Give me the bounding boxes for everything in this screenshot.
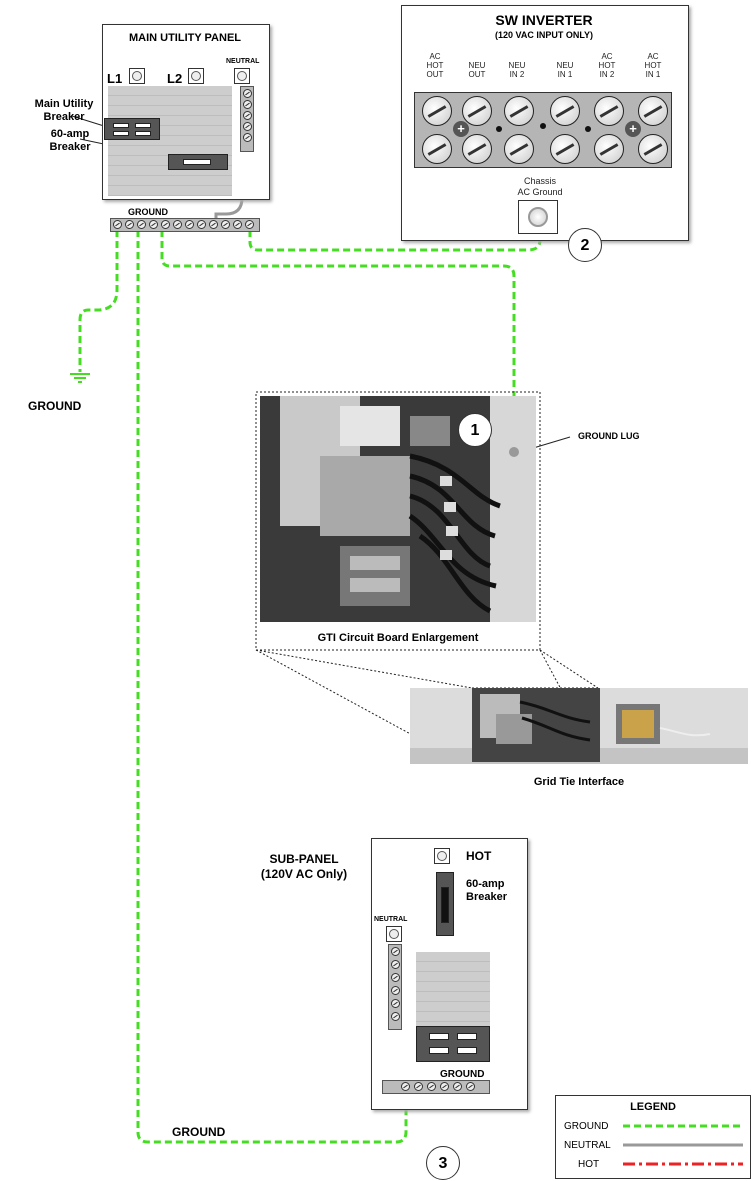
main-panel-title: MAIN UTILITY PANEL	[128, 32, 242, 44]
ground-screw-icon	[173, 220, 182, 229]
terminal-screw-icon	[638, 134, 668, 164]
chassis-ground-terminal-icon	[518, 200, 558, 234]
legend-swatches	[623, 1124, 743, 1166]
terminal-screw-icon	[462, 134, 492, 164]
neutral-label-main: NEUTRAL	[226, 58, 260, 65]
ground-screw-icon	[149, 220, 158, 229]
ground-screw-icon	[453, 1082, 462, 1091]
neutral-label-sub: NEUTRAL	[374, 916, 408, 923]
neutral-screw-icon	[391, 986, 400, 995]
sixty-amp-breaker-sub	[436, 872, 454, 936]
terminal-screw-icon	[550, 134, 580, 164]
plus-icon: +	[625, 121, 641, 137]
ground-screw-icon	[427, 1082, 436, 1091]
terminal-screw-icon	[594, 96, 624, 126]
sub-panel-double-breaker	[416, 1026, 490, 1062]
neutral-screw-icon	[243, 100, 252, 109]
main-utility-breaker	[104, 118, 160, 140]
ground-screw-icon	[466, 1082, 475, 1091]
ground-screw-icon	[137, 220, 146, 229]
neutral-terminal-icon	[234, 68, 250, 84]
l1-terminal-icon	[129, 68, 145, 84]
neutral-screw-icon	[243, 89, 252, 98]
ground-screw-icon	[185, 220, 194, 229]
grid-tie-interface-photo	[410, 688, 748, 764]
ground-screw-icon	[221, 220, 230, 229]
sub-panel-title: SUB-PANEL (120V AC Only)	[260, 852, 348, 881]
earth-ground-label: GROUND	[28, 399, 82, 413]
sixty-amp-label-sub: 60-amp Breaker	[466, 878, 507, 903]
ground-wire-to-subpanel	[136, 230, 408, 1144]
legend-neutral-label: NEUTRAL	[564, 1140, 611, 1151]
hot-terminal-icon	[434, 848, 450, 864]
dot-icon	[540, 123, 546, 129]
neutral-screw-icon	[243, 133, 252, 142]
ground-screw-icon	[233, 220, 242, 229]
neutral-screw-icon	[391, 999, 400, 1008]
sixty-amp-label-main: 60-amp Breaker	[49, 128, 91, 153]
sub-panel-ground-label: GROUND	[440, 1069, 485, 1080]
bottom-ground-label: GROUND	[172, 1125, 226, 1139]
plus-icon: +	[453, 121, 469, 137]
marker-2: 2	[568, 228, 602, 262]
marker-1: 1	[458, 413, 492, 447]
terminal-screw-icon	[550, 96, 580, 126]
ground-screw-icon	[401, 1082, 410, 1091]
legend-hot-label: HOT	[578, 1159, 600, 1170]
legend-ground-label: GROUND	[564, 1121, 609, 1132]
earth-ground-icon	[70, 373, 90, 383]
gti-circuit-board-photo	[260, 396, 536, 622]
l1-label: L1	[107, 71, 123, 86]
terminal-screw-icon	[504, 134, 534, 164]
l2-label: L2	[167, 71, 183, 86]
ground-wire-to-gti	[160, 230, 516, 452]
terminal-screw-icon	[422, 134, 452, 164]
ground-wire-to-earth	[78, 230, 119, 372]
l2-terminal-icon	[188, 68, 204, 84]
ground-screw-icon	[209, 220, 218, 229]
ground-screw-icon	[125, 220, 134, 229]
neutral-screw-icon	[243, 111, 252, 120]
ground-screw-icon	[197, 220, 206, 229]
inverter-subtitle: (120 VAC INPUT ONLY)	[494, 30, 594, 40]
ground-label-main-panel: GROUND	[128, 207, 168, 217]
marker-3: 3	[426, 1146, 460, 1180]
neutral-screw-icon	[391, 947, 400, 956]
inverter-title: SW INVERTER	[495, 12, 593, 28]
neutral-screw-icon	[391, 960, 400, 969]
sixty-amp-breaker-main	[168, 154, 228, 170]
neutral-screw-icon	[391, 973, 400, 982]
terminal-screw-icon	[594, 134, 624, 164]
terminal-screw-icon	[504, 96, 534, 126]
neutral-screw-icon	[243, 122, 252, 131]
main-breaker-area	[108, 86, 232, 196]
ground-screw-icon	[414, 1082, 423, 1091]
ground-screw-icon	[245, 220, 254, 229]
ground-screw-icon	[113, 220, 122, 229]
legend-title: LEGEND	[630, 1101, 676, 1113]
chassis-ground-label: Chassis AC Ground	[517, 176, 563, 197]
neutral-terminal-sub-icon	[386, 926, 402, 942]
gti-enlargement-caption: GTI Circuit Board Enlargement	[317, 632, 479, 644]
terminal-screw-icon	[462, 96, 492, 126]
ground-screw-icon	[440, 1082, 449, 1091]
grid-tie-interface-caption: Grid Tie Interface	[533, 776, 625, 788]
ground-screw-icon	[161, 220, 170, 229]
terminal-screw-icon	[422, 96, 452, 126]
sub-panel-hot-label: HOT	[466, 849, 492, 863]
neutral-screw-icon	[391, 1012, 400, 1021]
main-breaker-label: Main Utility Breaker	[34, 98, 94, 123]
terminal-screw-icon	[638, 96, 668, 126]
dot-icon	[585, 126, 591, 132]
dot-icon	[496, 126, 502, 132]
ground-lug-label: GROUND LUG	[578, 431, 640, 441]
ground-wire-to-inverter	[248, 230, 542, 252]
